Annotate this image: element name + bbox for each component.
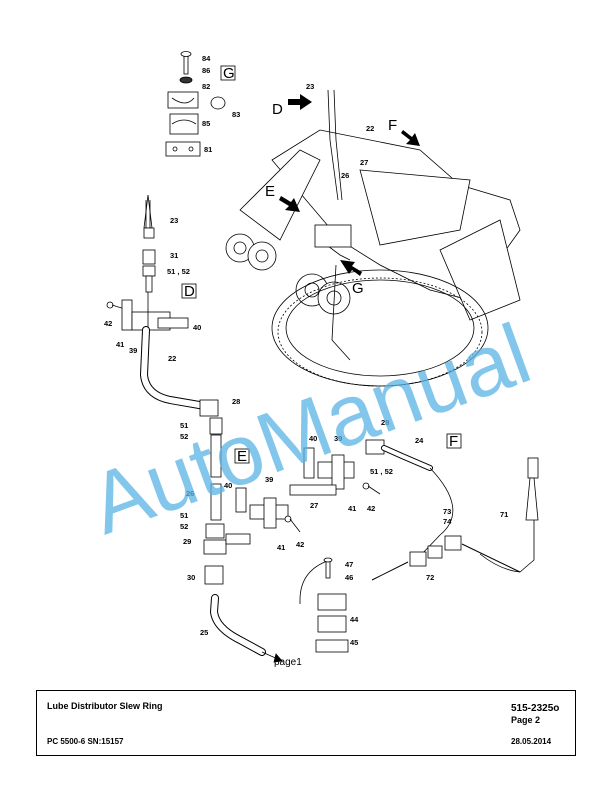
part-number: 85 (202, 119, 210, 128)
document-date: 28.05.2014 (511, 737, 552, 746)
title-block: Lube Distributor Slew Ring 515-2325o Pag… (36, 690, 576, 756)
document-number: 515-2325o (511, 703, 560, 714)
part-number: 41 (277, 543, 285, 552)
view-f-distributor-hoses (289, 439, 539, 653)
part-number: 25 (200, 628, 208, 637)
part-number: 51 (180, 511, 188, 520)
document-title: Lube Distributor Slew Ring (47, 701, 163, 711)
part-number: 52 (180, 522, 188, 531)
part-number: 51 , 52 (167, 267, 190, 276)
part-number: 26 (186, 489, 194, 498)
view-callout-arrows (279, 94, 420, 276)
view-d-hose-bracket (106, 194, 209, 410)
view-e-distributor-line (199, 399, 301, 663)
part-number: 30 (187, 573, 195, 582)
view-label-g: G (223, 65, 235, 82)
part-number: 39 (265, 475, 273, 484)
part-number: 22 (366, 124, 374, 133)
part-number: 27 (310, 501, 318, 510)
part-number: 82 (202, 82, 210, 91)
part-number: 39 (334, 434, 342, 443)
part-number: 45 (350, 638, 358, 647)
part-number: 40 (224, 481, 232, 490)
part-number: 72 (426, 573, 434, 582)
part-number: 41 (348, 504, 356, 513)
part-number: 47 (345, 560, 353, 569)
part-number: 86 (202, 66, 210, 75)
part-number: 28 (381, 418, 389, 427)
view-label-e: E (237, 448, 247, 465)
part-number: 26 (341, 171, 349, 180)
part-number: 84 (202, 54, 211, 63)
part-number: 51 , 52 (370, 467, 393, 476)
machine-boom-view (225, 89, 521, 387)
callout-label-d: D (272, 101, 283, 118)
part-number: 81 (204, 145, 212, 154)
callout-label-f: F (388, 117, 397, 134)
part-number: 46 (345, 573, 353, 582)
part-number: 83 (232, 110, 240, 119)
part-number: 23 (170, 216, 178, 225)
part-number: 40 (193, 323, 201, 332)
part-number: 74 (443, 517, 452, 526)
part-number: 24 (415, 436, 424, 445)
part-number: 42 (104, 319, 112, 328)
part-number: 31 (170, 251, 178, 260)
part-number: 73 (443, 507, 451, 516)
page-reference: page1 (274, 657, 302, 668)
part-number: 27 (360, 158, 368, 167)
part-number: 29 (183, 537, 191, 546)
view-g-clamp-assembly (165, 51, 226, 157)
part-number: 51 (180, 421, 188, 430)
part-number: 40 (309, 434, 317, 443)
part-number: 52 (180, 432, 188, 441)
part-number: 42 (296, 540, 304, 549)
part-number: 28 (232, 397, 240, 406)
part-number: 41 (116, 340, 124, 349)
part-number: 23 (306, 82, 314, 91)
part-number: 22 (168, 354, 176, 363)
part-number: 42 (367, 504, 375, 513)
model-serial: PC 5500-6 SN:15157 (47, 737, 124, 746)
view-label-d: D (184, 283, 195, 300)
part-number: 44 (350, 615, 359, 624)
part-number: 39 (129, 346, 137, 355)
callout-label-g: G (352, 280, 364, 297)
exploded-parts-drawing: G 84 86 82 85 83 81 23 22 27 26 D E F G (78, 51, 542, 668)
part-number: 71 (500, 510, 508, 519)
page-number: Page 2 (511, 715, 541, 725)
callout-label-e: E (265, 183, 275, 200)
view-label-f: F (449, 433, 458, 450)
